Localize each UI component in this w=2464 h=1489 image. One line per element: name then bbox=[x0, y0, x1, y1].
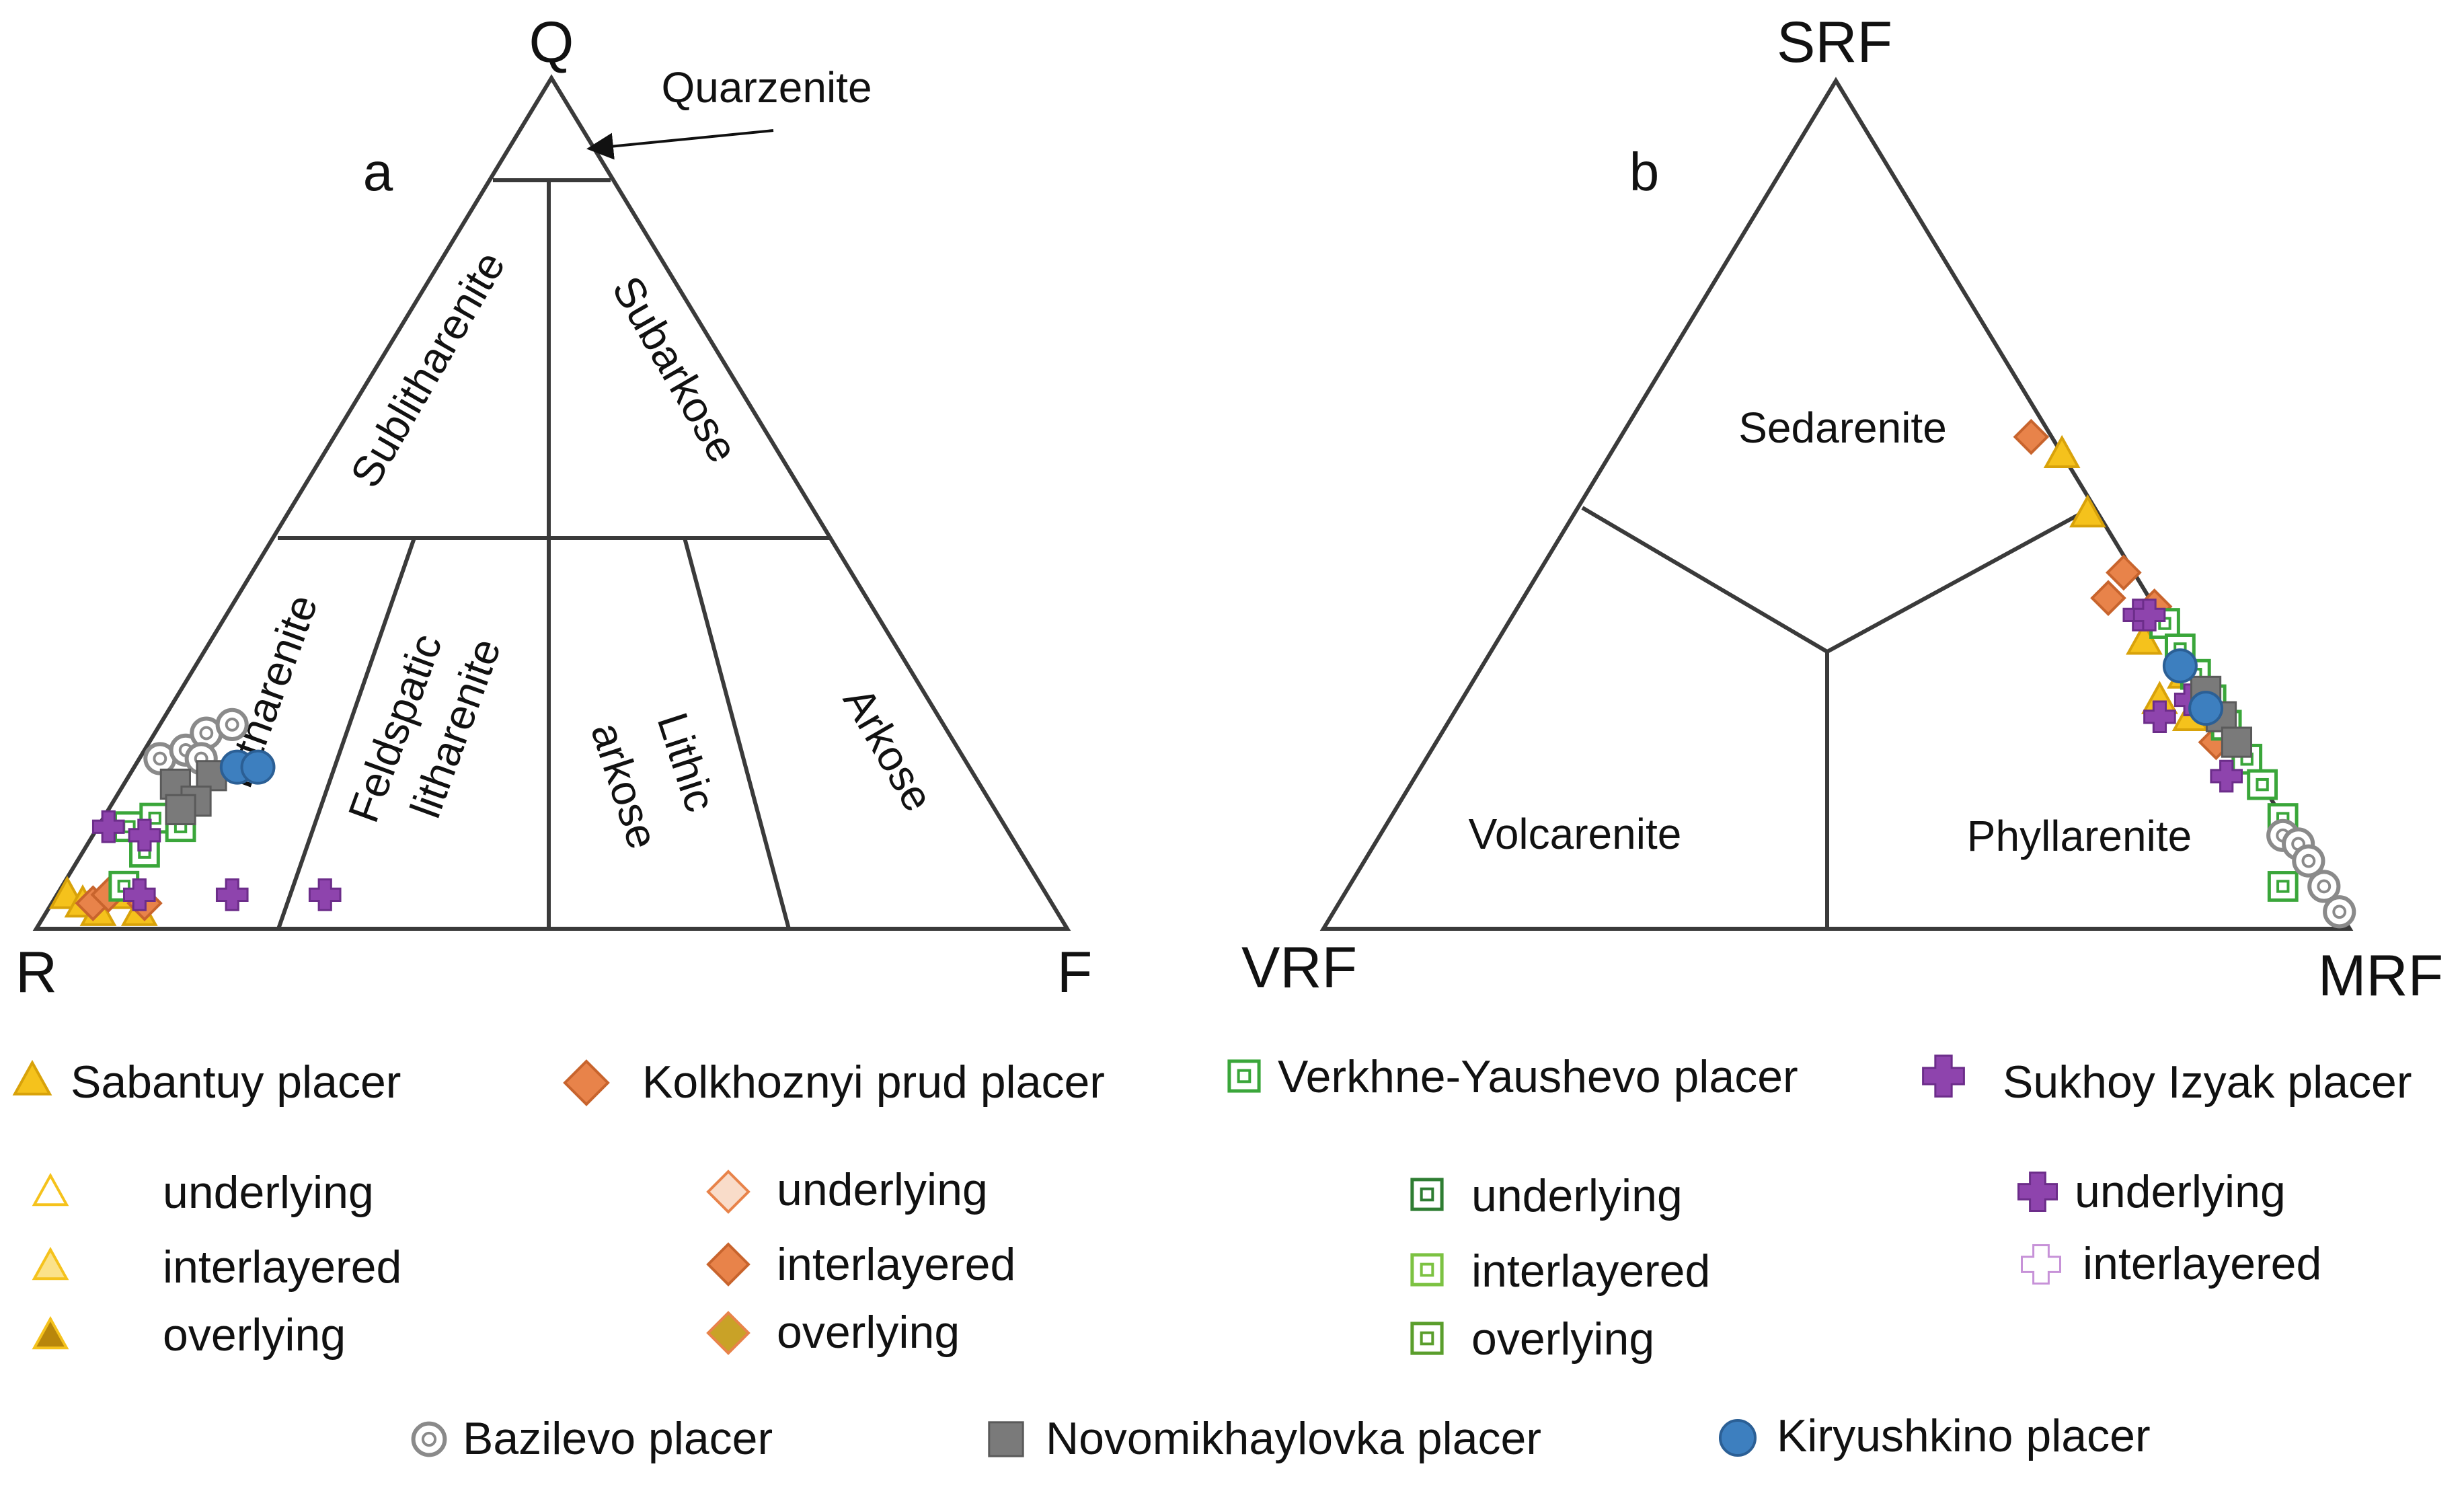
boundary-sed-volc bbox=[1581, 506, 1828, 654]
legend-verkhne-overlying: overlying bbox=[1471, 1313, 1654, 1365]
apex-f-label: F bbox=[1057, 940, 1093, 1005]
legend-sukhoy-underlying-marker bbox=[2017, 1172, 2058, 1212]
data-point bbox=[215, 878, 249, 911]
field-sedarenite: Sedarenite bbox=[1738, 404, 1947, 452]
data-point bbox=[308, 878, 342, 911]
legend-sabantuy-underlying: underlying bbox=[163, 1167, 374, 1218]
legend-sabantuy-title: Sabantuy placer bbox=[71, 1057, 401, 1108]
legend-bazilevo-title: Bazilevo placer bbox=[463, 1413, 773, 1464]
data-point bbox=[2188, 691, 2224, 726]
legend-kolkhoznyi-interlayered-marker bbox=[706, 1242, 750, 1287]
boundary-sed-phyll bbox=[1826, 506, 2093, 654]
legend-novomikhaylovka-marker bbox=[988, 1421, 1024, 1457]
legend-verkhne-underlying: underlying bbox=[1471, 1170, 1683, 1221]
legend-sukhoy-title: Sukhoy Izyak placer bbox=[2003, 1057, 2412, 1108]
data-point bbox=[122, 878, 156, 911]
legend-sabantuy-interlayered-marker bbox=[32, 1246, 69, 1281]
legend-kolkhoznyi-interlayered: interlayered bbox=[777, 1239, 1015, 1290]
apex-vrf-label: VRF bbox=[1241, 936, 1357, 1000]
legend-verkhne-overlying-marker bbox=[1410, 1322, 1444, 1355]
legend-sukhoy-interlayered-marker bbox=[2021, 1244, 2061, 1285]
data-point bbox=[2323, 895, 2356, 929]
legend-kolkhoznyi-overlying: overlying bbox=[777, 1307, 960, 1358]
legend-kiryushkino-title: Kiryushkino placer bbox=[1777, 1410, 2151, 1461]
legend-sukhoy-underlying: underlying bbox=[2075, 1166, 2286, 1217]
apex-srf-label: SRF bbox=[1777, 10, 1892, 75]
data-point bbox=[2247, 769, 2278, 800]
data-point bbox=[2143, 700, 2176, 734]
legend-sabantuy-interlayered: interlayered bbox=[163, 1242, 401, 1293]
legend-sukhoy-interlayered: interlayered bbox=[2083, 1238, 2321, 1289]
quarzenite-arrow bbox=[586, 129, 774, 160]
legend-verkhne-underlying-marker bbox=[1410, 1178, 1444, 1211]
triangle-qrf bbox=[32, 74, 1071, 931]
data-point bbox=[2307, 870, 2341, 903]
data-point bbox=[2043, 434, 2081, 469]
data-point bbox=[240, 749, 276, 785]
data-point bbox=[2162, 648, 2198, 684]
data-point bbox=[215, 708, 249, 742]
data-point bbox=[2106, 554, 2142, 591]
legend-kolkhoznyi-marker bbox=[563, 1059, 610, 1106]
boundary-litharenite bbox=[276, 537, 416, 929]
legend-markers bbox=[12, 1055, 2061, 1457]
legend-verkhne-title: Verkhne-Yaushevo placer bbox=[1278, 1051, 1798, 1102]
apex-mrf-label: MRF bbox=[2318, 944, 2443, 1008]
panel-b: SRF VRF MRF b Sedarenite Volcarenite Phy… bbox=[1241, 10, 2443, 1008]
data-point bbox=[2069, 494, 2106, 528]
triangle-srf-vrf-mrf bbox=[1319, 77, 2354, 931]
data-point bbox=[2267, 871, 2299, 902]
legend-sabantuy-overlying: overlying bbox=[163, 1309, 346, 1361]
boundary-arkose bbox=[683, 537, 791, 929]
legend-kiryushkino-marker bbox=[1719, 1419, 1757, 1457]
apex-q-label: Q bbox=[529, 10, 574, 75]
panel-a: Q R F a Quarzenite Sublitharenite Subark… bbox=[15, 10, 1092, 1005]
legend-verkhne-marker bbox=[1227, 1059, 1261, 1093]
panel-a-letter: a bbox=[363, 142, 393, 202]
panel-a-data-points bbox=[48, 708, 342, 926]
legend-sabantuy-overlying-marker bbox=[32, 1315, 69, 1350]
data-point bbox=[2292, 844, 2325, 878]
data-point bbox=[165, 794, 196, 826]
legend-kolkhoznyi-underlying: underlying bbox=[777, 1164, 988, 1215]
field-volcarenite: Volcarenite bbox=[1469, 810, 1682, 858]
data-point bbox=[2132, 599, 2166, 632]
panel-b-data-points bbox=[2013, 418, 2356, 929]
apex-r-label: R bbox=[15, 940, 57, 1005]
data-point bbox=[91, 810, 125, 843]
legend: Sabantuy placer underlying interlayered … bbox=[12, 1051, 2412, 1464]
field-phyllarenite: Phyllarenite bbox=[1967, 812, 2192, 860]
legend-sukhoy-marker bbox=[1922, 1055, 1965, 1098]
legend-sabantuy-marker bbox=[12, 1059, 52, 1096]
field-quarzenite: Quarzenite bbox=[661, 63, 872, 112]
legend-verkhne-interlayered-marker bbox=[1410, 1253, 1444, 1287]
legend-novomikhaylovka-title: Novomikhaylovka placer bbox=[1046, 1413, 1541, 1464]
legend-bazilevo-marker bbox=[411, 1421, 447, 1457]
data-point bbox=[2090, 580, 2126, 617]
data-point bbox=[128, 818, 161, 852]
legend-sabantuy-underlying-marker bbox=[32, 1172, 69, 1207]
data-point bbox=[2210, 759, 2243, 793]
data-point bbox=[2013, 418, 2050, 455]
legend-kolkhoznyi-underlying-marker bbox=[706, 1170, 750, 1214]
field-lithic-line1: Lithic bbox=[648, 707, 726, 817]
legend-kolkhoznyi-title: Kolkhoznyi prud placer bbox=[642, 1057, 1105, 1108]
data-point bbox=[2221, 726, 2253, 758]
panel-b-letter: b bbox=[1629, 142, 1660, 202]
legend-kolkhoznyi-overlying-marker bbox=[706, 1311, 750, 1355]
legend-verkhne-interlayered: interlayered bbox=[1471, 1246, 1710, 1297]
